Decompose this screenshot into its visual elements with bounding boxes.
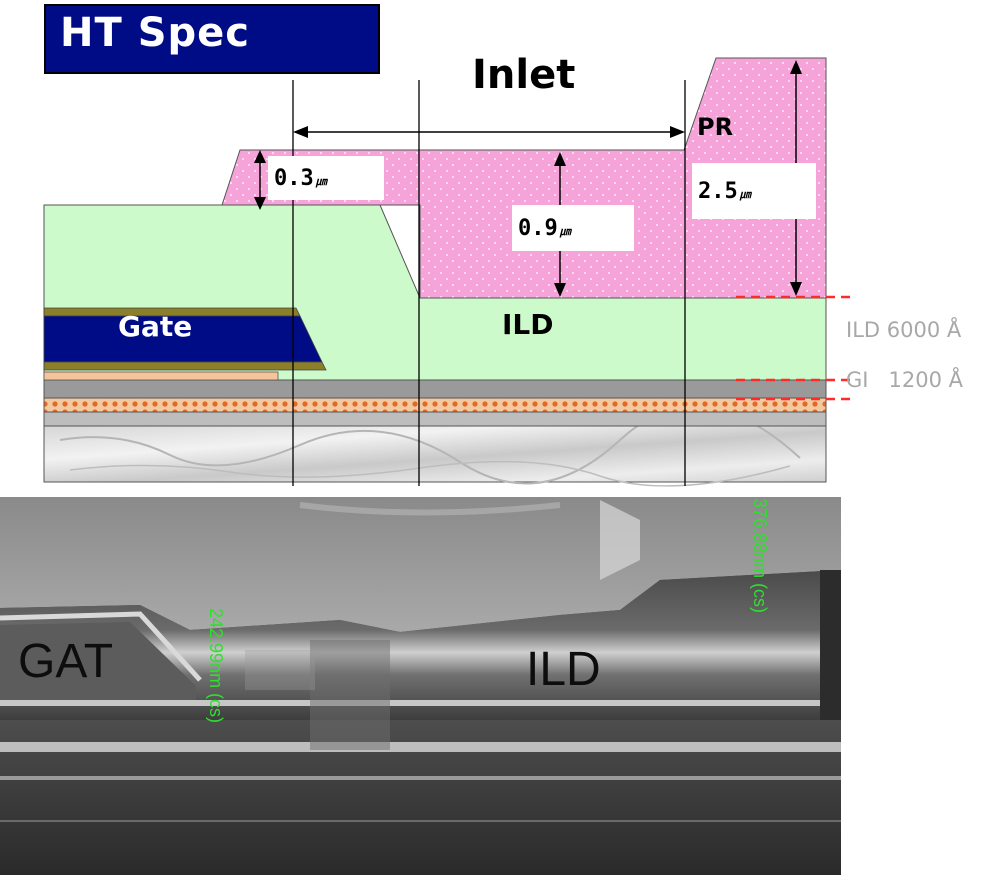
gate-label: Gate — [118, 310, 193, 343]
inlet-label: Inlet — [472, 52, 576, 98]
active-layer — [43, 371, 279, 381]
sem-measure-right: 376.88nm (cs) — [750, 498, 770, 614]
title: HT Spec — [60, 10, 250, 56]
dimension-unit: ㎛ — [559, 225, 571, 238]
bead-layer — [43, 397, 827, 413]
dimension-unit: ㎛ — [739, 188, 751, 201]
ild-thickness-label: ILD 6000 Å — [846, 318, 962, 342]
dimension-value: 0.9 — [518, 215, 558, 241]
sem-gat-label: GAT — [18, 635, 114, 688]
bottom-gray-layer — [43, 411, 827, 427]
dimension-value: 2.5 — [698, 178, 738, 204]
sem-ild-label: ILD — [526, 643, 601, 696]
gate-bottom-metal — [43, 361, 327, 371]
title-box — [44, 4, 380, 74]
sem-measure-left: 242.99nm (cs) — [206, 608, 226, 724]
dimension-value: 0.3 — [274, 165, 314, 191]
glass-substrate — [43, 425, 827, 483]
pr-label: PR — [697, 113, 734, 141]
gi-layer — [43, 379, 827, 399]
dimension-unit: ㎛ — [315, 175, 327, 188]
sem-image — [0, 497, 841, 875]
gi-thickness-label: GI 1200 Å — [846, 368, 963, 392]
ild-label: ILD — [502, 308, 554, 341]
pr-layer — [221, 57, 827, 299]
